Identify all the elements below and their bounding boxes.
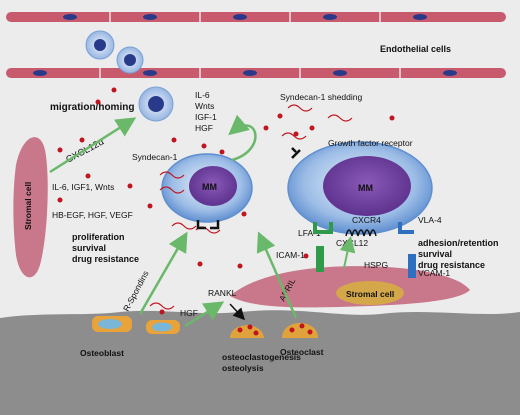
autocrine-factor: IL-6 xyxy=(195,90,210,100)
vcam1-label: VCAM-1 xyxy=(418,268,450,278)
lfa1-receptor-icon xyxy=(313,222,333,234)
autocrine-factor: Wnts xyxy=(195,101,214,111)
cxcl12-right-label: CXCL12 xyxy=(336,238,368,248)
mm-right-label: MM xyxy=(358,183,373,193)
proliferation-label: proliferation xyxy=(72,232,125,242)
osteoblast-cell xyxy=(92,316,132,332)
vla4-label: VLA-4 xyxy=(418,215,442,225)
adhesion-retention-label: adhesion/retention xyxy=(418,238,499,248)
drug-resistance-label: drug resistance xyxy=(72,254,139,264)
vcam1-ligand xyxy=(408,254,416,278)
cxcr4-receptor-icon xyxy=(345,229,377,237)
cxcl12-right-arrow xyxy=(339,236,356,269)
osteoclastogenesis-label: osteoclastogenesis xyxy=(222,352,301,362)
vla4-receptor-icon xyxy=(398,222,414,234)
bone-surface xyxy=(0,310,520,415)
osteolysis-label: osteolysis xyxy=(222,363,264,373)
hspg-label: HSPG xyxy=(364,260,388,270)
hgf-label: HGF xyxy=(180,308,198,318)
growth-factor-receptor-label: Growth factor receptor xyxy=(328,138,413,148)
cxcl12-arrow xyxy=(49,117,137,174)
mm-cell-left: MM xyxy=(161,153,253,223)
cxcr4-label: CXCR4 xyxy=(352,215,381,225)
autocrine-factor: IGF-1 xyxy=(195,112,217,122)
stromal-cell-right-label: Stromal cell xyxy=(346,289,394,299)
osteoblast-cell xyxy=(146,320,180,334)
syndecan1-label: Syndecan-1 xyxy=(132,152,178,162)
icam1-label: ICAM-1 xyxy=(276,250,305,260)
endothelial-cells-label: Endothelial cells xyxy=(380,44,451,54)
il6-igf1-wnts-label: IL-6, IGF1, Wnts xyxy=(52,182,114,192)
mm-left-label: MM xyxy=(202,182,217,192)
icam1-ligand xyxy=(316,246,324,272)
migration-homing-label: migration/homing xyxy=(50,102,134,113)
endothelial-cell xyxy=(6,12,506,22)
syndecan-shedding-label: Syndecan-1 shedding xyxy=(280,92,363,102)
circulating-mm-cell xyxy=(116,46,144,74)
growth-factor-dots xyxy=(57,87,395,315)
autocrine-factor: HGF xyxy=(195,123,213,133)
lfa1-label: LFA-1 xyxy=(298,228,321,238)
stromal-cell-left-label: Stromal cell xyxy=(23,182,33,230)
homing-mm-cell xyxy=(138,86,174,122)
growth-factor-receptor-icon xyxy=(291,147,301,159)
hbegf-hgf-vegf-label: HB-EGF, HGF, VEGF xyxy=(52,210,133,220)
drug-resistance-right-label: drug resistance xyxy=(418,260,485,270)
stromal-nucleus xyxy=(336,281,404,305)
osteoclast-label: Osteoclast xyxy=(280,347,324,357)
osteoclast-cell xyxy=(282,323,318,338)
mm-cell-right: MM xyxy=(287,141,433,235)
stromal-cell-left xyxy=(13,137,48,278)
april-arrow xyxy=(256,231,298,319)
survival-label: survival xyxy=(72,243,106,253)
osteoblast-label: Osteoblast xyxy=(80,348,124,358)
survival-right-label: survival xyxy=(418,249,452,259)
r-spondins-arrow xyxy=(138,231,188,315)
mm-receptor-icon xyxy=(196,220,220,230)
osteoclast-cell xyxy=(230,324,264,338)
rankl-label: RANKL xyxy=(208,288,237,298)
hgf-arrow xyxy=(184,301,225,328)
autocrine-arrow xyxy=(228,114,257,162)
circulating-mm-cell xyxy=(85,30,115,60)
rankl-arrow xyxy=(229,303,246,321)
